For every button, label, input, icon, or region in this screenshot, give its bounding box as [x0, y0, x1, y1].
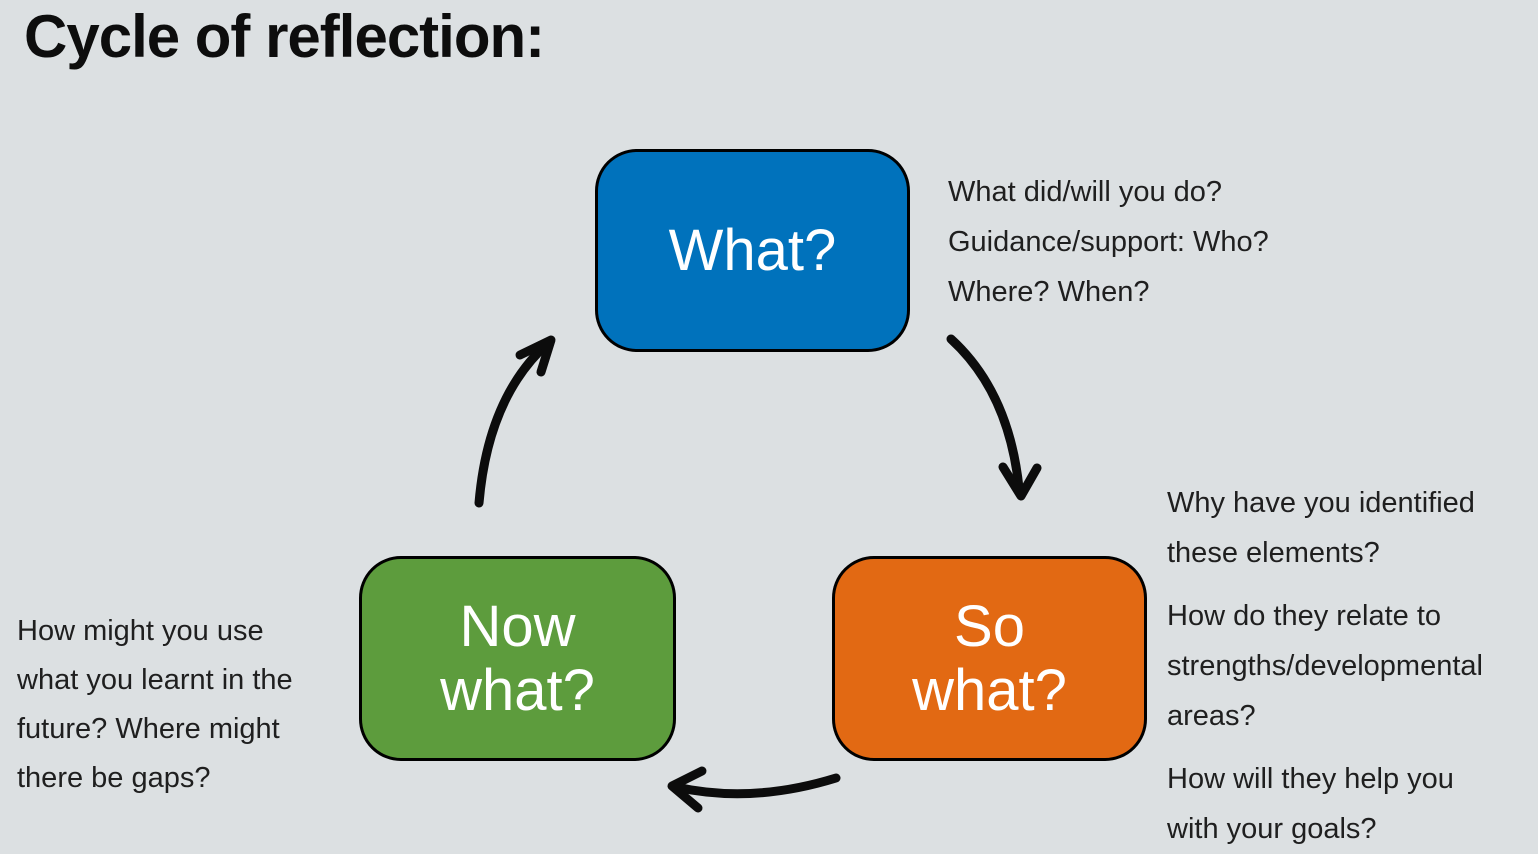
arrow-what-to-so-what-icon	[946, 334, 1042, 501]
note-so-what-p2-line2: strengths/developmental	[1167, 650, 1483, 682]
note-so-what-p2-line3: areas?	[1167, 700, 1256, 732]
node-so-what-label-line1: So	[954, 593, 1025, 659]
node-what-label: What?	[668, 217, 837, 283]
note-so-what-p3-line2: with your goals?	[1167, 813, 1377, 845]
note-now-what-line3: future? Where might	[17, 713, 280, 745]
note-so-what-p3-line1: How will they help you	[1167, 763, 1454, 795]
note-now-what-line4: there be gaps?	[17, 762, 211, 794]
note-what-line2: Guidance/support: Who?	[948, 226, 1269, 258]
note-so-what: Why have you identified these elements? …	[1167, 478, 1483, 867]
node-now-what-label-line1: Now	[459, 593, 576, 659]
node-so-what-label-line2: what?	[912, 657, 1067, 723]
note-what: What did/will you do? Guidance/support: …	[948, 167, 1269, 317]
node-what: What?	[595, 149, 910, 352]
note-what-line3: Where? When?	[948, 276, 1150, 308]
note-so-what-paragraph1: Why have you identified these elements?	[1167, 478, 1483, 578]
note-so-what-p1-line1: Why have you identified	[1167, 487, 1475, 519]
arrow-now-what-to-what-icon	[474, 335, 556, 508]
note-now-what-line2: what you learnt in the	[17, 664, 293, 696]
note-so-what-paragraph2: How do they relate to strengths/developm…	[1167, 591, 1483, 741]
note-so-what-p2-line1: How do they relate to	[1167, 600, 1442, 632]
note-now-what-line1: How might you use	[17, 615, 264, 647]
note-so-what-p1-line2: these elements?	[1167, 537, 1380, 569]
node-now-what-label-line2: what?	[440, 657, 595, 723]
note-so-what-paragraph3: How will they help you with your goals?	[1167, 754, 1483, 854]
node-now-what: Now what?	[359, 556, 676, 761]
page-title: Cycle of reflection:	[24, 3, 545, 70]
note-now-what: How might you use what you learnt in the…	[17, 607, 293, 803]
arrow-so-what-to-now-what-icon	[667, 766, 841, 813]
note-what-line1: What did/will you do?	[948, 176, 1223, 208]
node-so-what: So what?	[832, 556, 1147, 761]
